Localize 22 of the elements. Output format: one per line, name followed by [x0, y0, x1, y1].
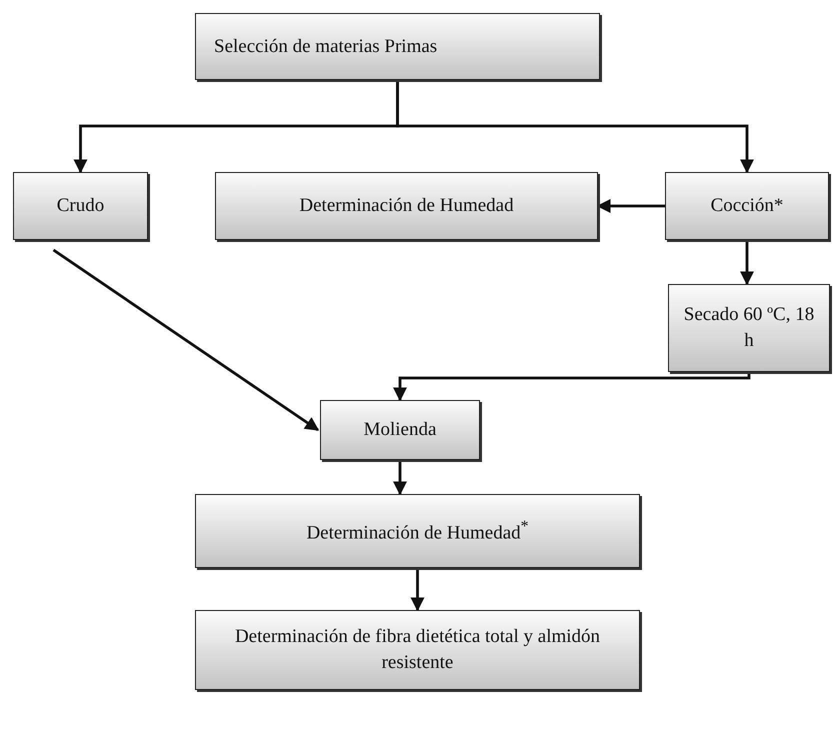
step-label: Determinación de Humedad$^{*}$ — [306, 517, 529, 546]
arrow — [393, 372, 750, 402]
arrow — [740, 240, 754, 286]
process-box — [665, 172, 829, 240]
step-label: Determinación de Humedad — [299, 194, 514, 218]
step-label: Molienda — [364, 418, 436, 442]
process-box — [668, 284, 830, 372]
step-label: Selección de materias Primas — [214, 34, 438, 59]
step-label: Secado 60 ºC, 18 h — [682, 303, 816, 353]
step-label: Determinación de fibra dietética total y almidón resistente — [234, 625, 602, 675]
process-box — [195, 494, 640, 568]
step-label: Crudo — [56, 194, 104, 218]
process-box — [195, 610, 640, 690]
arrow — [396, 80, 754, 174]
process-box — [13, 172, 148, 240]
step-label: Cocción* — [710, 194, 784, 218]
process-box — [320, 400, 480, 460]
process-box — [195, 13, 600, 80]
arrow — [410, 568, 424, 612]
arrow — [393, 460, 407, 496]
arrow — [52, 248, 320, 432]
process-box — [215, 172, 598, 240]
